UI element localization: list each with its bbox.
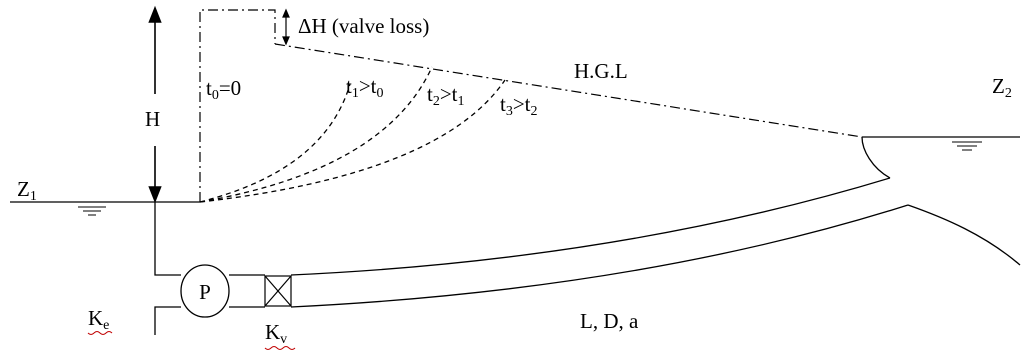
curve-t1 xyxy=(199,83,351,203)
head-arrow xyxy=(148,5,162,204)
pump-label: P xyxy=(199,280,211,304)
initial-head-line xyxy=(199,9,276,202)
valve-coefficient-label: Kv xyxy=(265,320,287,347)
valve xyxy=(264,275,292,307)
curve-t2 xyxy=(199,66,433,203)
right-water-level-symbol xyxy=(952,141,982,151)
valve-coefficient-squiggle xyxy=(264,346,296,350)
t2-label: t2>t1 xyxy=(427,82,465,109)
right-reservoir-outline xyxy=(861,136,1021,266)
valve-loss-arrow xyxy=(282,8,290,46)
pump xyxy=(180,264,230,318)
t1-label: t1>t0 xyxy=(346,74,384,101)
curve-t3 xyxy=(199,79,506,203)
entrance-loss-squiggle xyxy=(87,331,113,335)
pipe-outline xyxy=(154,177,909,335)
hgl-label: H.G.L xyxy=(574,59,628,83)
t0-label: t0=0 xyxy=(206,76,241,103)
transient-curves xyxy=(199,66,506,203)
pipe-parameters-label: L, D, a xyxy=(580,309,639,333)
head-label: H xyxy=(145,107,160,131)
right-reservoir-label: Z2 xyxy=(992,74,1012,101)
left-water-level-symbol xyxy=(78,206,106,216)
t3-label: t3>t2 xyxy=(500,92,538,119)
entrance-loss-label: Ke xyxy=(88,306,109,333)
valve-loss-label: ΔH (valve loss) xyxy=(298,14,429,38)
left-reservoir-label: Z1 xyxy=(17,177,37,204)
hydraulic-grade-line xyxy=(274,43,863,138)
